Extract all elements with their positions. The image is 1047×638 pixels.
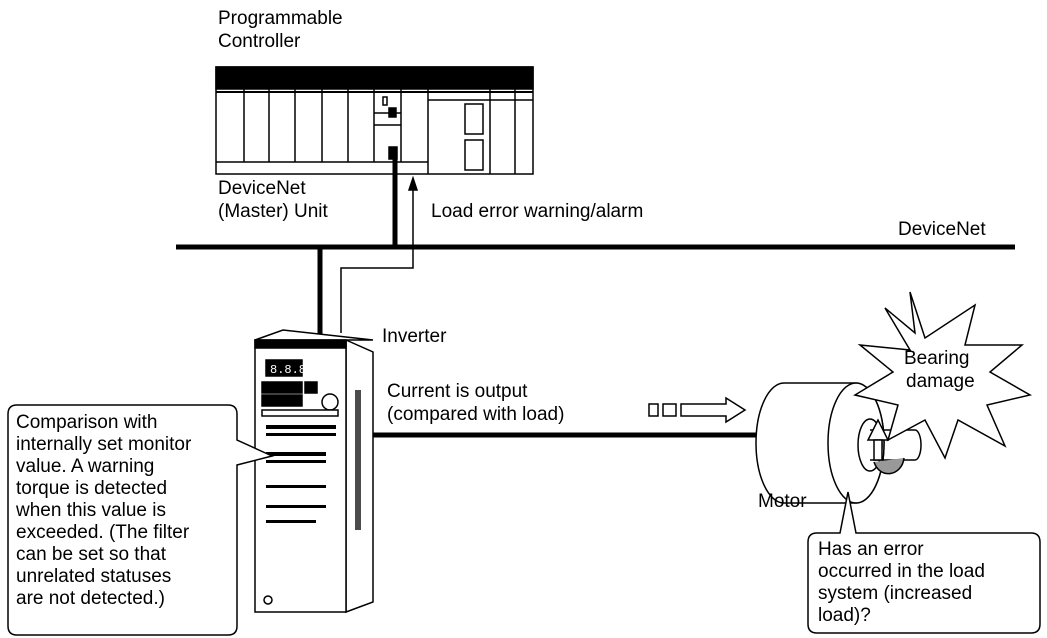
devicenet-label: DeviceNet	[898, 219, 986, 240]
master-unit-label-line2: (Master) Unit	[218, 201, 328, 222]
hollow-arrow-icon	[648, 396, 747, 424]
inverter-icon: 8.8.8	[254, 329, 374, 614]
bearing-label-line2: damage	[906, 371, 975, 392]
motor-icon	[755, 382, 922, 504]
inverter-label: Inverter	[382, 326, 447, 347]
plc-label-line1: Programmable	[218, 8, 343, 29]
svg-text:8.8.8: 8.8.8	[270, 363, 306, 377]
comparison-callout-shape	[7, 404, 275, 636]
master-unit-label-line1: DeviceNet	[218, 178, 306, 199]
load-error-label: Load error warning/alarm	[431, 201, 644, 222]
plc-label-line2: Controller	[218, 31, 301, 52]
warning-signal-arrow	[340, 175, 419, 333]
current-label-line2: (compared with load)	[387, 404, 565, 425]
bearing-damage-burst-icon	[853, 291, 1033, 460]
comparison-callout-text: Comparison with internally set monitor v…	[16, 412, 192, 609]
question-callout-shape	[807, 491, 1041, 634]
motor-label: Motor	[758, 491, 807, 512]
question-callout-text: Has an error occurred in the load system…	[818, 539, 985, 626]
bearing-label-line1: Bearing	[904, 348, 970, 369]
rotation-arrow-icon	[866, 418, 905, 475]
programmable-controller-icon	[215, 66, 534, 175]
current-label-line1: Current is output	[387, 381, 528, 402]
